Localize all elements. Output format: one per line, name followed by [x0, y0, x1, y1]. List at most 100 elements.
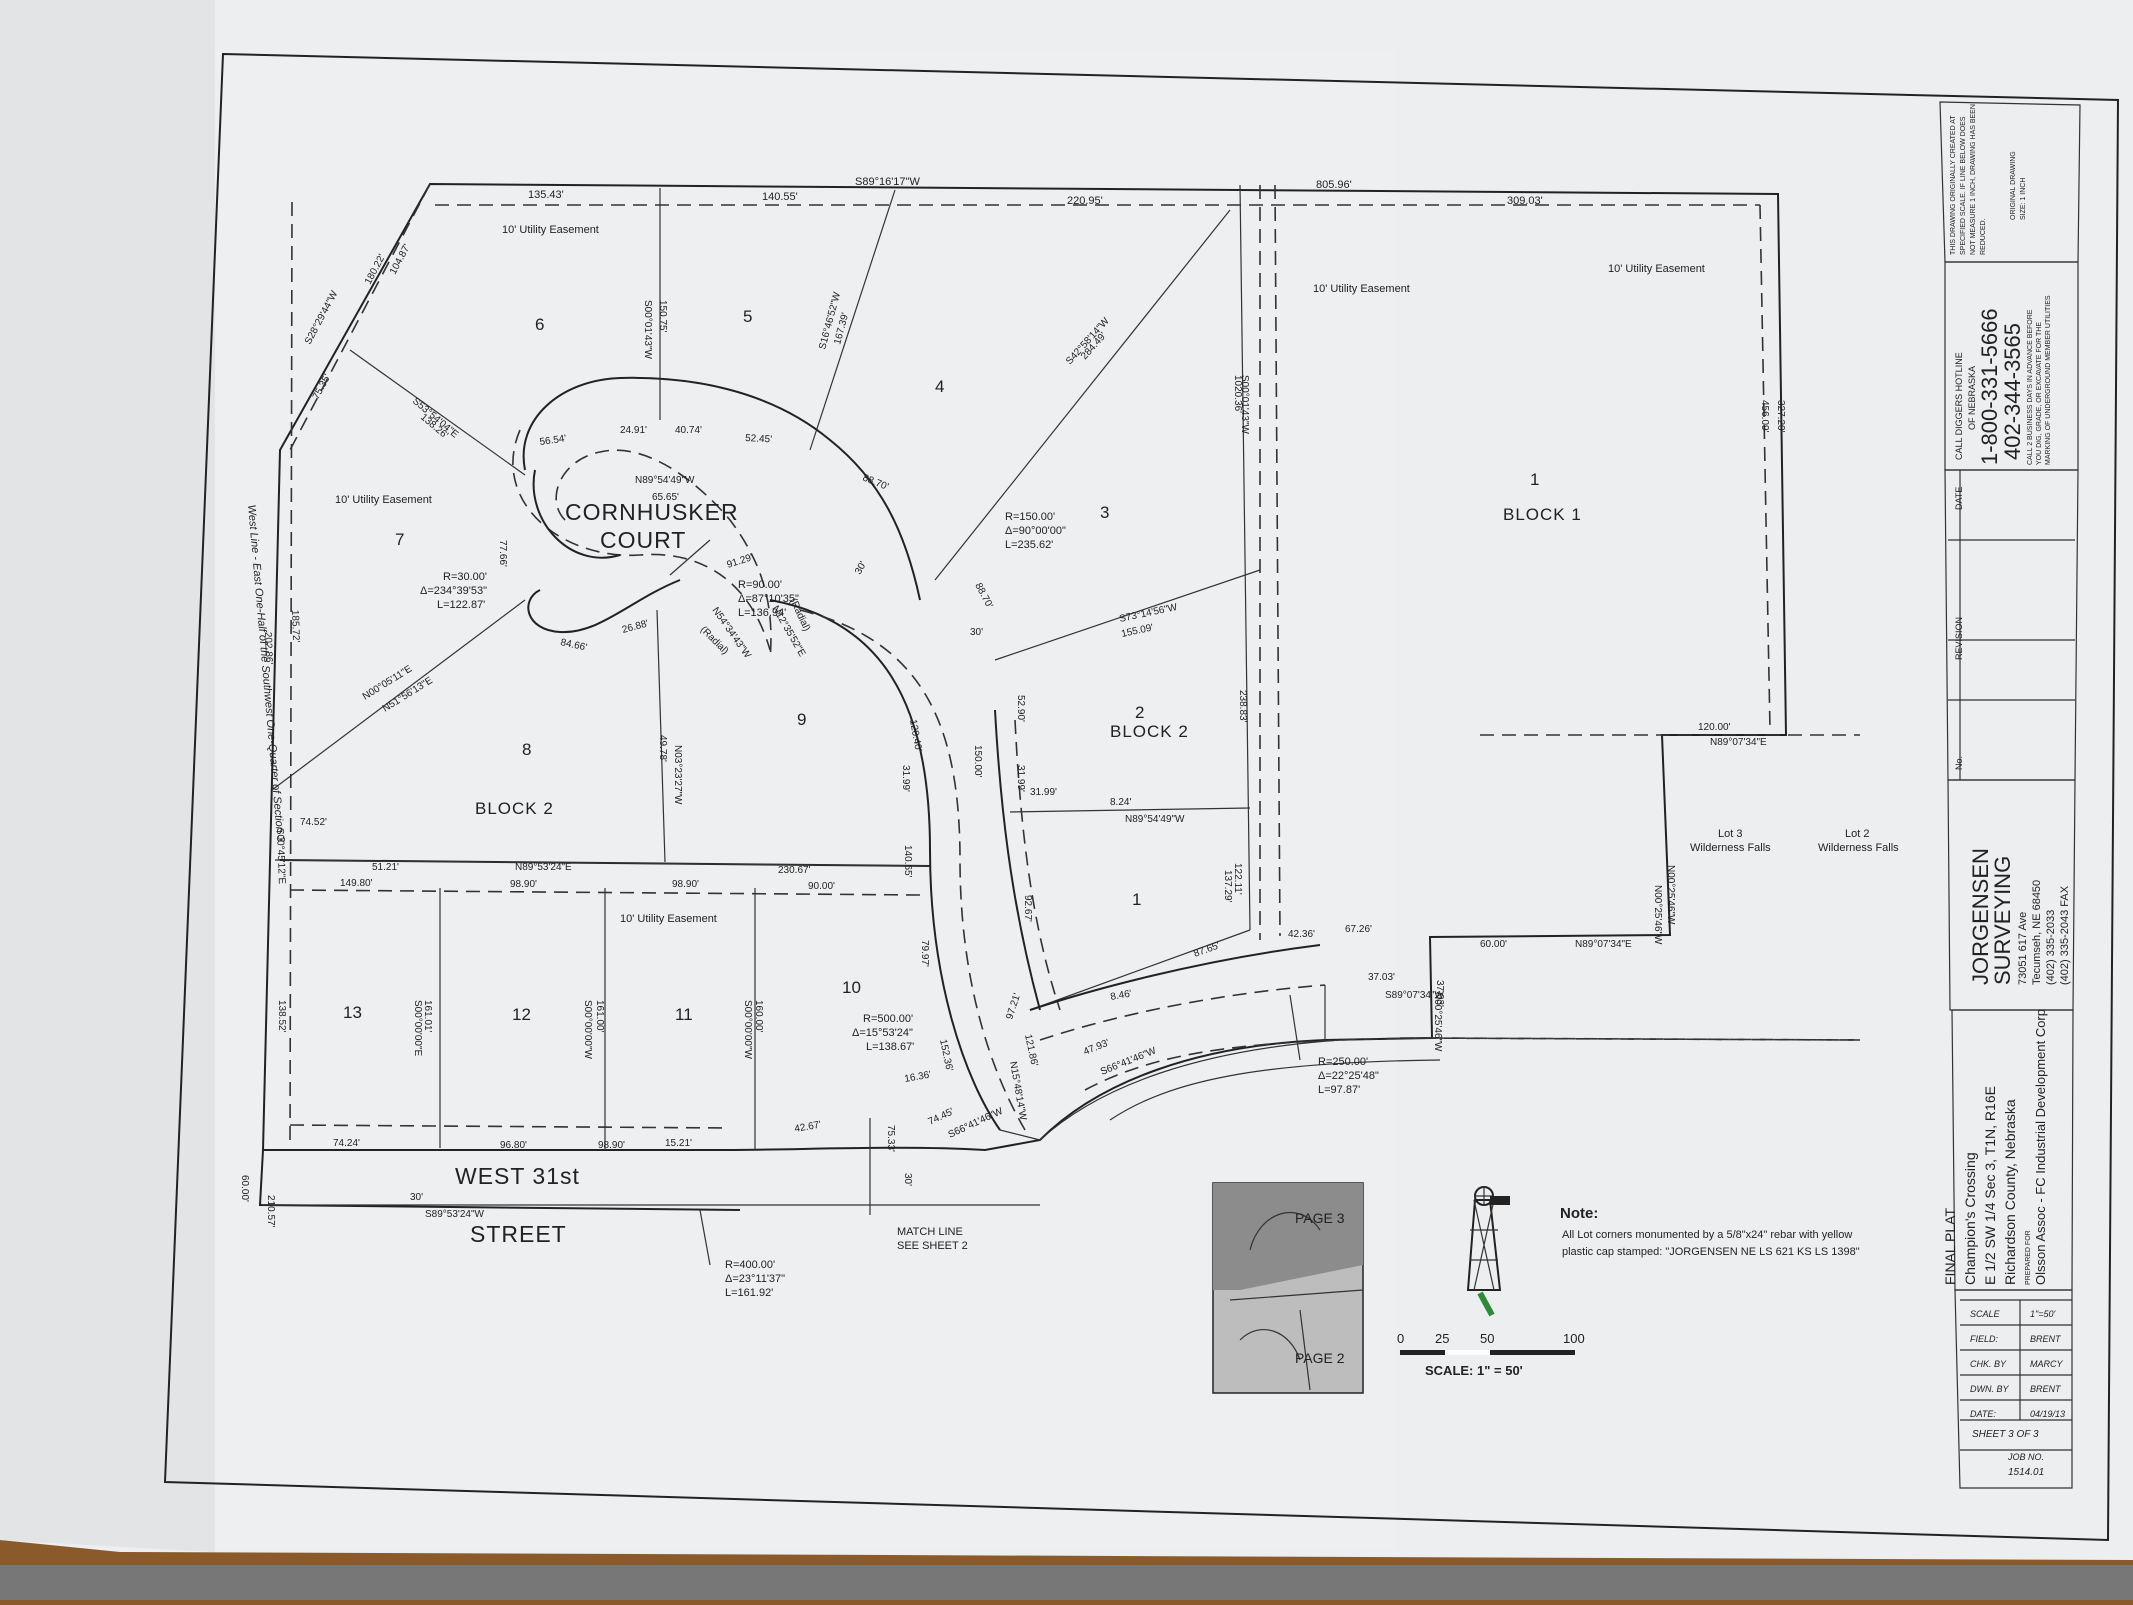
project-line: Champion's Crossing [1962, 1152, 1978, 1285]
dimension-label: 30' [970, 627, 983, 638]
dimension-label: 140.65' [902, 845, 913, 878]
title-block-text: FINAL PLAT Champion's Crossing E 1/2 SW … [1942, 104, 2071, 1285]
keymap-page2: PAGE 2 [1295, 1350, 1345, 1366]
dimension-label: S89°53'24"W [425, 1209, 484, 1220]
dimension-label: 238.83' [1237, 690, 1248, 723]
lot-number: 5 [743, 307, 752, 326]
dimension-label: N00°25'46"W [1652, 885, 1663, 945]
diggers-note: CALL 2 BUSINESS DAYS IN ADVANCE BEFORE [2027, 309, 2034, 465]
dimension-label: 52.45' [745, 433, 773, 445]
dimension-label: 92.67' [1022, 895, 1033, 922]
svg-text:L=97.87': L=97.87' [1318, 1084, 1360, 1096]
dimension-label: 98.90' [510, 879, 537, 890]
dimension-label: 230.67' [778, 865, 811, 876]
field-value: 1"=50' [2030, 1309, 2055, 1319]
note: Note: All Lot corners monumented by a 5/… [1560, 1205, 1860, 1258]
lot-number: 1 [1132, 890, 1141, 909]
adjacent-lot: Lot 3 [1718, 828, 1742, 840]
dimension-label: N00°25'46"W [1665, 865, 1676, 925]
svg-text:309.03': 309.03' [1507, 195, 1543, 207]
svg-text:R=90.00': R=90.00' [738, 579, 782, 591]
company-name-1: JORGENSEN [1968, 848, 1993, 985]
company-address: 73051 617 Ave [2017, 912, 2029, 985]
dimension-label: 49.78' [657, 735, 668, 762]
paper-curl [0, 0, 215, 1552]
dimension-label: 202.86' [262, 632, 274, 665]
svg-text:Δ=23°11'37": Δ=23°11'37" [725, 1273, 785, 1285]
dimension-label: 30' [902, 1173, 913, 1186]
match-line: MATCH LINE [897, 1226, 963, 1238]
svg-text:Δ=15°53'24": Δ=15°53'24" [852, 1027, 913, 1039]
svg-text:R=30.00': R=30.00' [443, 571, 487, 583]
dimension-label: N89°07'34"E [1575, 939, 1632, 950]
street-name-2: STREET [470, 1221, 567, 1247]
diggers-note: MARKING OF UNDERGROUND MEMBER UTILITIES [2045, 295, 2052, 465]
diggers-line: CALL DIGGERS HOTLINE [1954, 352, 1964, 460]
dimension-label: 24.91' [620, 425, 647, 436]
lot-number: 12 [512, 1005, 531, 1024]
match-line: SEE SHEET 2 [897, 1240, 968, 1252]
dimension-label: 16.36' [904, 1069, 933, 1085]
dimension-label: S00°01'43"W [642, 300, 653, 359]
prepared-for: PREPARED FOR [2025, 1230, 2032, 1285]
key-map: PAGE 3 PAGE 2 [1212, 1182, 1364, 1394]
dimension-label: 456.09' [1759, 400, 1770, 433]
lot-number: 7 [395, 530, 404, 549]
field-key: SCALE [1970, 1309, 2001, 1319]
dimension-label: 67.26' [1345, 924, 1372, 935]
svg-text:L=138.67': L=138.67' [866, 1041, 914, 1053]
diggers-phone-2: 402-344-3565 [2000, 323, 2025, 460]
dimension-label: 30' [410, 1192, 423, 1203]
dimension-label: 161.01' [422, 1000, 433, 1033]
dimension-label: 51.21' [372, 862, 399, 873]
original-note: NOT MEASURE 1 INCH, DRAWING HAS BEEN [1970, 104, 1977, 255]
svg-text:Δ=22°25'48": Δ=22°25'48" [1318, 1070, 1379, 1082]
field-value: MARCY [2030, 1359, 2063, 1369]
svg-text:50: 50 [1480, 1331, 1494, 1346]
dimension-label: 137.29' [1222, 870, 1233, 903]
dimension-label: N89°54'49"W [1125, 814, 1185, 825]
dimension-label: N89°53'24"E [515, 862, 572, 873]
dimension-label: S00°01'43"W [1239, 375, 1250, 434]
lot-number: 13 [343, 1003, 362, 1022]
note-title: Note: [1560, 1205, 1598, 1222]
dimension-label: S89°07'34"W [1385, 990, 1444, 1001]
dimension-label: 15.21' [665, 1138, 692, 1149]
svg-text:R=400.00': R=400.00' [725, 1259, 775, 1271]
block-1-label: BLOCK 1 [1503, 505, 1582, 524]
block-2-label-a: BLOCK 2 [475, 799, 554, 818]
dimension-labels-top: 135.43' 140.55' S89°16'17"W 220.95' 805.… [528, 176, 1543, 207]
lot-number: 2 [1135, 703, 1144, 722]
company-name-2: SURVEYING [1990, 856, 2015, 985]
dimension-label: 327.20' [1775, 400, 1786, 433]
no-header: No. [1954, 756, 1964, 770]
dimension-label: 40.74' [675, 425, 702, 436]
lot-number: 1 [1530, 470, 1539, 489]
diggers-phone-1: 1-800-331-5666 [1977, 308, 2002, 465]
lot-number: 6 [535, 315, 544, 334]
svg-text:Δ=90°00'00": Δ=90°00'00" [1005, 525, 1066, 537]
svg-text:140.55': 140.55' [762, 191, 798, 203]
field-key: CHK. BY [1970, 1359, 2007, 1369]
easement-label: 10' Utility Easement [1608, 263, 1705, 275]
dimension-label: N00°25'46"W [1432, 992, 1443, 1052]
dimension-label: 42.36' [1288, 929, 1315, 940]
dimension-label: 37.03' [1368, 972, 1395, 983]
original-note: THIS DRAWING ORIGINALLY CREATED AT [1950, 115, 1957, 255]
dimension-label: 31.99' [900, 765, 911, 792]
dimension-label: 185.72' [289, 610, 301, 643]
dimension-label: 31.99' [1030, 787, 1057, 798]
diggers-note: YOU DIG, GRADE, OR EXCAVATE FOR THE [2036, 322, 2043, 465]
easement-label: 10' Utility Easement [1313, 283, 1410, 295]
dimension-label: 96.80' [500, 1140, 527, 1151]
dimension-label: 149.80' [340, 878, 373, 889]
dimension-label: 138.52' [276, 1000, 287, 1033]
job-no-label: JOB NO. [2007, 1452, 2044, 1462]
svg-text:L=161.92': L=161.92' [725, 1287, 773, 1299]
dimension-label: 60.00' [1480, 939, 1507, 950]
svg-text:100: 100 [1563, 1331, 1585, 1346]
dimension-label: 8.46' [1110, 988, 1133, 1003]
dimension-label: 79.97' [919, 940, 930, 967]
scale-bar: 0 25 50 100 SCALE: 1" = 50' [1397, 1331, 1585, 1378]
north-arrow-icon [1466, 1186, 1510, 1317]
